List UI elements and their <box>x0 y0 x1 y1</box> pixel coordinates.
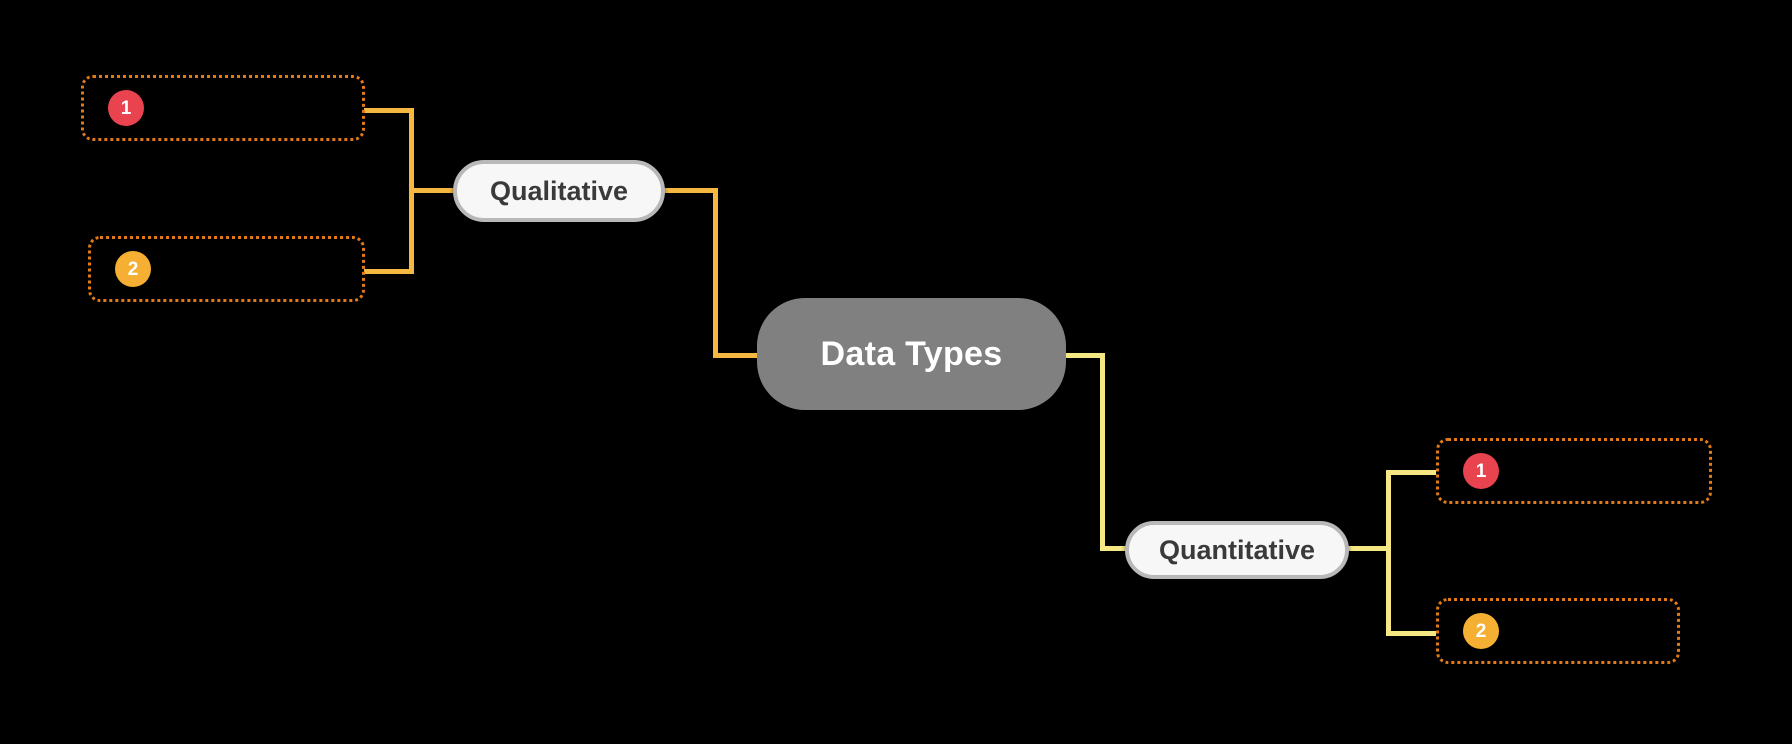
branch-node-quantitative-label: Quantitative <box>1158 534 1316 565</box>
leaf-badge-2: 2 <box>1463 613 1499 649</box>
connector-qualitative-elbow-horizontal <box>713 353 757 358</box>
connector-root-to-quantitative-horizontal <box>1056 353 1105 358</box>
leaf-badge-1: 1 <box>108 90 144 126</box>
connector-quantitative-child2-stub <box>1386 631 1436 636</box>
connector-qualitative-elbow-vertical <box>713 188 718 356</box>
connector-root-to-quantitative-vertical <box>1100 353 1105 551</box>
connector-quantitative-spine <box>1386 470 1391 636</box>
connector-qualitative-out-horizontal <box>663 188 717 193</box>
leaf-box-qualitative-1[interactable]: 1 <box>81 75 365 141</box>
connector-qualitative-to-node <box>409 188 453 193</box>
leaf-box-quantitative-1[interactable]: 1 <box>1436 438 1712 504</box>
branch-node-quantitative[interactable]: Quantitative <box>1125 521 1349 579</box>
root-node-data-types[interactable]: Data Types <box>757 298 1066 410</box>
connector-qualitative-child2-stub <box>364 269 414 274</box>
leaf-box-quantitative-2[interactable]: 2 <box>1436 598 1680 664</box>
branch-node-qualitative-label: Qualitative <box>489 175 629 206</box>
branch-node-qualitative[interactable]: Qualitative <box>453 160 665 222</box>
leaf-box-qualitative-2[interactable]: 2 <box>88 236 365 302</box>
connector-quantitative-child1-stub <box>1386 470 1436 475</box>
connector-qualitative-child1-stub <box>364 108 413 113</box>
connector-quantitative-in-stub <box>1100 546 1128 551</box>
root-node-label: Data Types <box>820 334 1003 373</box>
connector-quantitative-out-stub <box>1345 546 1390 551</box>
leaf-badge-1: 1 <box>1463 453 1499 489</box>
leaf-badge-2: 2 <box>115 251 151 287</box>
